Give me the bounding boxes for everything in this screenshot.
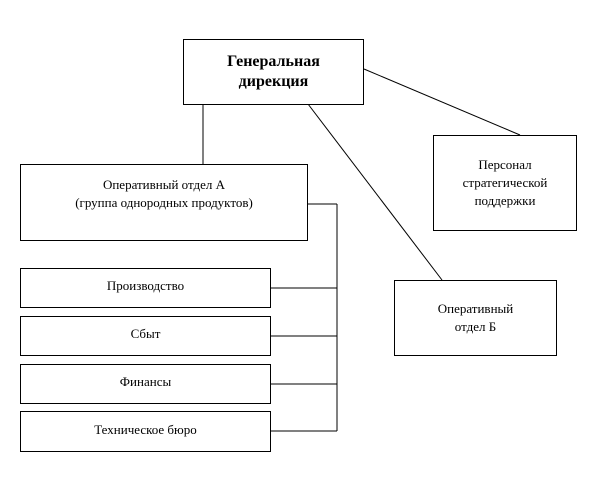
- sales-label: Сбыт: [130, 326, 161, 341]
- department-a-box: Оперативный отдел А (группа однородных п…: [20, 164, 308, 241]
- strategic-support-label: Персонал стратегической поддержки: [462, 157, 548, 208]
- department-b-label: Оперативный отдел Б: [437, 301, 514, 334]
- general-directorate-box: Генеральная дирекция: [183, 39, 364, 105]
- connector-head-to-dept-b: [307, 103, 443, 281]
- connector-head-to-strategic: [363, 68, 521, 136]
- production-label: Производство: [106, 278, 185, 293]
- general-directorate-label: Генеральная дирекция: [227, 53, 320, 90]
- technical-bureau-box: Техническое бюро: [20, 411, 271, 452]
- sales-box: Сбыт: [20, 316, 271, 356]
- department-b-box: Оперативный отдел Б: [394, 280, 557, 356]
- finance-box: Финансы: [20, 364, 271, 404]
- strategic-support-box: Персонал стратегической поддержки: [433, 135, 577, 231]
- department-a-label: Оперативный отдел А (группа однородных п…: [75, 177, 253, 210]
- technical-bureau-label: Техническое бюро: [94, 421, 197, 437]
- production-box: Производство: [20, 268, 271, 308]
- finance-label: Финансы: [119, 374, 172, 389]
